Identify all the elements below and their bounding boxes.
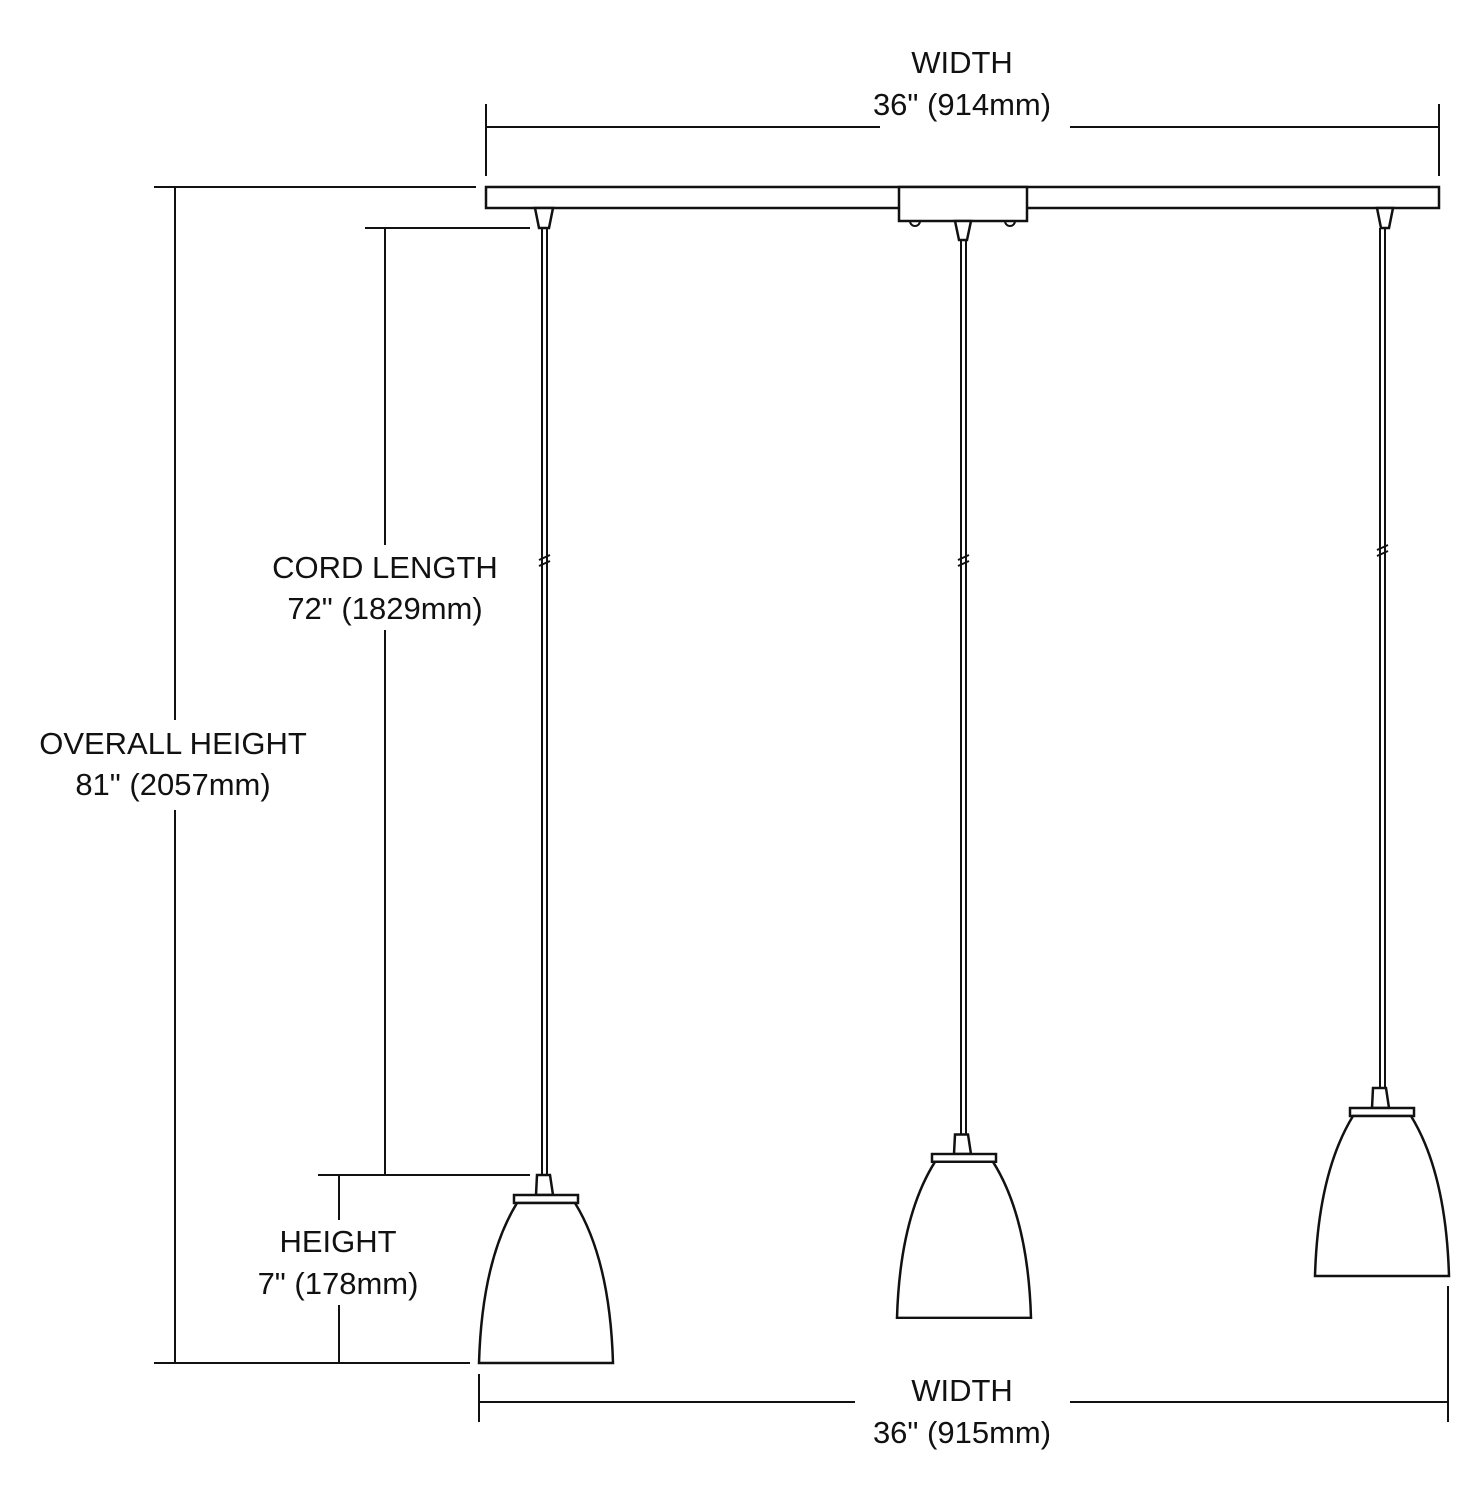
shade-height-value: 7" (178mm) [258,1266,419,1301]
bottom-width-value: 36" (915mm) [873,1415,1051,1450]
shade-height-dimension: HEIGHT 7" (178mm) [240,1175,440,1363]
cord-length-label: CORD LENGTH [272,550,498,585]
overall-height-dimension: OVERALL HEIGHT 81" (2057mm) [20,186,476,1364]
overall-height-value: 81" (2057mm) [75,767,270,802]
overall-height-label: OVERALL HEIGHT [39,726,307,761]
top-width-dimension: WIDTH 36" (914mm) [485,45,1440,176]
pendant-shade-middle [895,1133,1033,1320]
cords [533,206,1395,1175]
cord-length-value: 72" (1829mm) [287,591,482,626]
pendant-shade-left [477,1173,615,1365]
shade-height-label: HEIGHT [279,1224,396,1259]
top-width-label: WIDTH [911,45,1013,80]
pendant-shade-right [1313,1086,1451,1278]
bottom-width-label: WIDTH [911,1373,1013,1408]
cord-length-dimension: CORD LENGTH 72" (1829mm) [255,227,530,1176]
canopy-bar [484,185,1441,227]
top-width-value: 36" (914mm) [873,87,1051,122]
bottom-width-dimension: WIDTH 36" (915mm) [478,1286,1449,1460]
